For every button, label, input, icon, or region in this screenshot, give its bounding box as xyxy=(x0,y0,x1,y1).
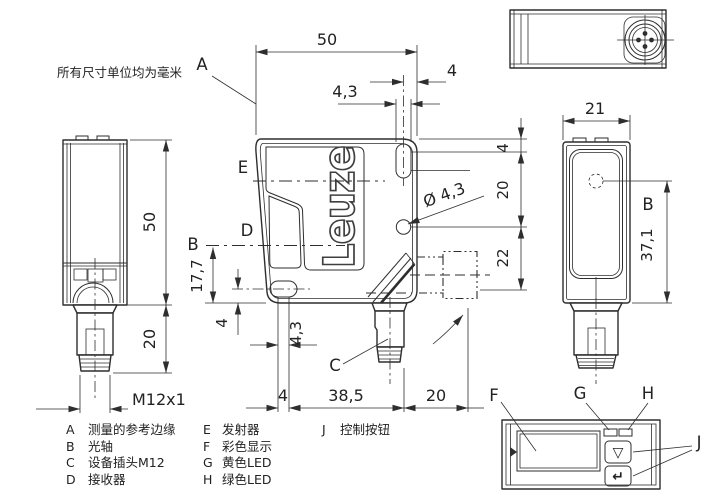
callout-a: A xyxy=(196,55,208,74)
callout-e: E xyxy=(238,158,248,177)
dim-housing-depth-label: 21 xyxy=(585,99,605,118)
callout-h: H xyxy=(642,384,654,403)
green-led xyxy=(618,428,633,437)
display-panel-view: ▽ ↵ F G H J xyxy=(489,384,702,490)
enter-arrow-icon: ↵ xyxy=(612,469,624,485)
legend-key: E xyxy=(203,422,211,437)
panel-marker-icon xyxy=(510,447,517,457)
dim-front-width: 50 xyxy=(255,30,418,136)
dim-optical-axis-height: B 37,1 xyxy=(603,180,672,304)
legend-label: 设备插头M12 xyxy=(88,455,165,470)
dim-chain-right-label: 20 xyxy=(426,386,446,405)
dim-bottom-slot-offset-label: 4 xyxy=(213,318,231,328)
housing-tab xyxy=(594,137,609,143)
legend-key: B xyxy=(66,439,75,454)
legend-label: 绿色LED xyxy=(222,472,272,487)
legend-label: 光轴 xyxy=(88,439,113,454)
dim-hole-to-axis-label: 22 xyxy=(494,248,512,267)
top-view xyxy=(509,9,674,69)
connector-fold-wedge xyxy=(367,252,416,304)
callout-b-right: B xyxy=(642,195,653,214)
phantom-connector-position xyxy=(410,250,490,300)
legend-key: G xyxy=(203,455,213,470)
front-view: Leuze xyxy=(232,75,490,384)
callout-b-front: B xyxy=(187,235,198,254)
dim-hole-diameter-label: Ø 4,3 xyxy=(421,179,468,212)
yellow-led xyxy=(603,428,618,437)
callout-j: J xyxy=(696,433,702,452)
dim-housing-depth: 21 xyxy=(562,99,631,140)
legend: A 测量的参考边缘 B 光轴 C 设备插头M12 D 接收器 E 发射器 F 彩… xyxy=(66,422,390,487)
legend-key: A xyxy=(66,422,75,437)
receiver-window xyxy=(268,195,302,269)
connector-dome xyxy=(72,282,114,304)
dim-slot-offset-top: 4 4,3 xyxy=(332,61,457,142)
housing-tab xyxy=(572,137,587,143)
dim-side-height: 50 20 xyxy=(113,139,172,374)
housing-tab xyxy=(96,135,110,141)
top-view-m12-connector xyxy=(617,15,674,65)
dim-bottom-slot-width-label: 4,3 xyxy=(287,321,305,345)
callout-d: D xyxy=(241,221,254,240)
legend-key: D xyxy=(66,472,76,487)
transmitter-window xyxy=(265,146,365,271)
front-view-m12-connector xyxy=(366,292,412,384)
dim-slot-to-hole-label: 20 xyxy=(494,180,512,199)
legend-key: H xyxy=(203,472,212,487)
rotation-arrow xyxy=(432,314,464,345)
down-button xyxy=(604,440,632,464)
dim-slot-edge-label: 4 xyxy=(447,61,457,80)
legend-key: J xyxy=(321,422,326,437)
mounting-hole xyxy=(395,219,412,235)
front-view-callouts: A E D B C xyxy=(187,55,389,375)
brand-logo: Leuze xyxy=(315,146,365,268)
dim-right-chain: 4 20 22 xyxy=(410,118,527,291)
dim-axis-to-bottom: 17,7 4 4,3 xyxy=(188,247,317,349)
dim-thread-label: M12x1 xyxy=(132,390,186,409)
dim-thread: M12x1 xyxy=(36,375,186,413)
dim-axis-to-bottom-label: 17,7 xyxy=(188,259,206,292)
dim-side-connector-label: 20 xyxy=(140,329,159,349)
dim-front-width-label: 50 xyxy=(317,30,337,49)
legend-label: 发射器 xyxy=(222,422,260,437)
legend-label: 接收器 xyxy=(88,472,126,487)
dim-optical-axis-height-label: 37,1 xyxy=(638,228,656,261)
dim-hole-diameter: Ø 4,3 xyxy=(407,179,485,225)
legend-label: 彩色显示 xyxy=(222,439,272,454)
dim-side-height-label: 50 xyxy=(140,212,159,232)
enter-button xyxy=(604,465,632,487)
legend-label: 测量的参考边缘 xyxy=(88,422,176,437)
legend-label: 控制按钮 xyxy=(340,422,390,437)
units-note: 所有尺寸单位均为毫米 xyxy=(57,65,183,80)
legend-label: 黄色LED xyxy=(222,455,272,470)
callout-f: F xyxy=(489,386,499,405)
dim-bottom-chain: 4 38,5 20 xyxy=(246,297,484,412)
display-frame xyxy=(516,430,601,472)
color-display xyxy=(519,433,598,469)
callout-g: G xyxy=(574,384,587,403)
right-view: 21 B 37,1 xyxy=(562,99,672,384)
housing-tab xyxy=(75,135,89,141)
dim-top-to-slot-label: 4 xyxy=(494,143,512,153)
dim-slot-width-label: 4,3 xyxy=(332,82,357,101)
side-view xyxy=(62,135,128,400)
callout-c: C xyxy=(329,356,341,375)
legend-key: C xyxy=(66,455,75,470)
legend-key: F xyxy=(203,439,210,454)
right-view-m12-connector xyxy=(569,298,623,384)
dim-chain-left-label: 4 xyxy=(278,386,288,405)
down-arrow-icon: ▽ xyxy=(613,445,624,461)
dim-chain-mid-label: 38,5 xyxy=(328,386,364,405)
